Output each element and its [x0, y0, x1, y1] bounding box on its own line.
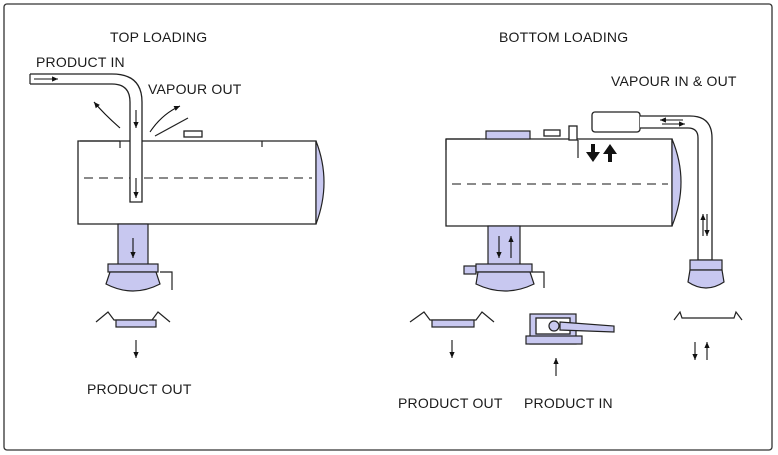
top-tank: [77, 117, 325, 225]
bottom-product-in-label: PRODUCT IN: [524, 395, 613, 411]
top-vapour-arrow-left: [93, 101, 121, 129]
bottom-vapour-label: VAPOUR IN & OUT: [611, 73, 737, 89]
top-loading-section: TOP LOADING PRODUCT IN VAPOUR OUT PRODUC…: [29, 29, 325, 397]
top-product-in-label: PRODUCT IN: [36, 54, 125, 70]
bottom-loading-title: BOTTOM LOADING: [499, 29, 628, 45]
bottom-loading-section: BOTTOM LOADING VAPOUR IN & OUT PRODUCT O…: [398, 29, 743, 411]
bottom-tank-outlet: [463, 225, 545, 292]
top-bottom-outlet: [105, 223, 173, 292]
top-loading-title: TOP LOADING: [110, 29, 207, 45]
top-vapour-arrow-right: [149, 105, 181, 133]
top-vapour-out-label: VAPOUR OUT: [148, 81, 242, 97]
outer-frame: [3, 3, 773, 451]
top-product-out-label: PRODUCT OUT: [87, 381, 192, 397]
bottom-product-out-label: PRODUCT OUT: [398, 395, 503, 411]
top-loading-arm: [29, 73, 143, 203]
top-coupling: [95, 311, 171, 358]
bottom-vapour-arm: [591, 111, 725, 289]
bottom-out-coupling: [409, 311, 495, 358]
bottom-in-coupling: [525, 313, 615, 376]
bottom-tank: [445, 125, 682, 227]
bottom-vapour-coupling: [673, 310, 743, 360]
